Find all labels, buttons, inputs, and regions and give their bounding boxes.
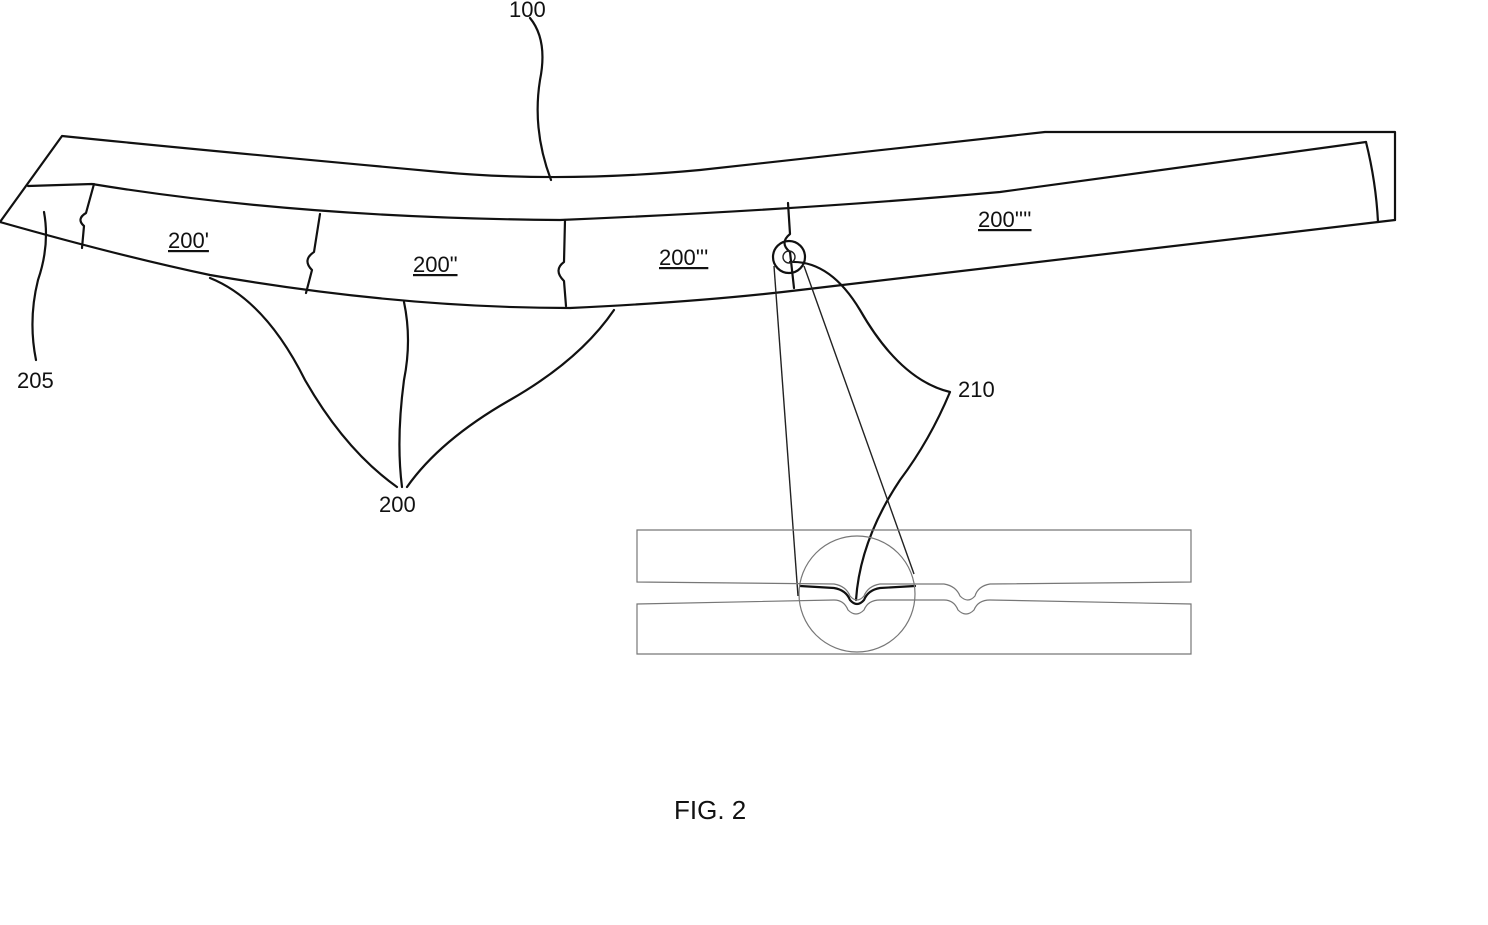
figure-caption: FIG. 2 [674,795,746,825]
label-205: 205 [17,368,54,393]
leader-200-left [210,278,397,487]
label-100: 100 [509,0,546,22]
segment-label-3: 200''' [659,245,708,270]
label-210: 210 [958,377,995,402]
segment-label-2: 200" [413,252,458,277]
leader-200-right [407,310,614,487]
strip-inner-edge [28,142,1366,220]
projection-line-left [774,266,798,596]
segment-label-4: 200'''' [978,207,1032,232]
strip-top-edge [0,132,1395,222]
leader-lines [32,18,950,600]
leader-210 [790,262,950,600]
magnify-circle-small [773,241,805,273]
leader-100 [530,18,551,180]
detail-callout [773,241,914,596]
leader-200-mid [399,302,408,487]
divider-2 [306,214,320,293]
projection-line-right [804,266,914,574]
divider-4 [785,203,795,288]
label-200: 200 [379,492,416,517]
divider-3 [559,220,567,306]
upper-plate [637,530,1191,600]
segment-label-1: 200' [168,228,209,253]
strip-right-end [1366,142,1378,222]
divider-1 [80,184,94,248]
lower-plate [637,600,1191,654]
detail-inset [637,530,1191,654]
strip-body [0,132,1395,308]
